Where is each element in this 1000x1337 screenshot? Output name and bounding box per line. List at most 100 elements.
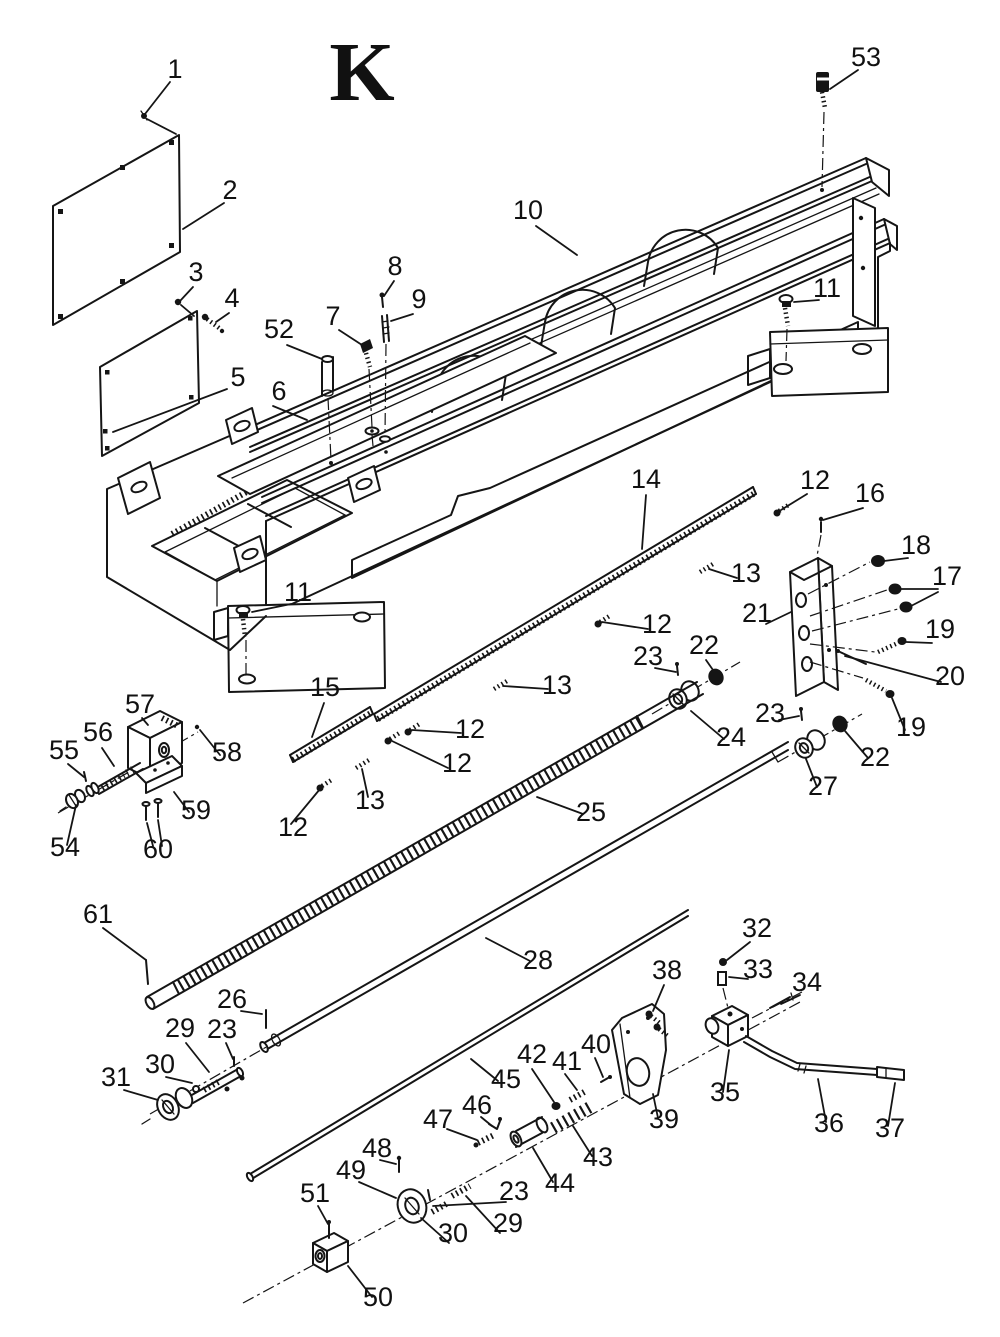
handwheel-knob-31 <box>141 1045 269 1125</box>
part-label-12b: 12 <box>642 609 672 639</box>
part-label-34: 34 <box>792 967 822 997</box>
part-label-60: 60 <box>143 834 173 864</box>
part-label-24: 24 <box>716 722 746 752</box>
apron-plate <box>351 321 859 579</box>
part-label-55: 55 <box>49 735 79 765</box>
part-label-49: 49 <box>336 1155 366 1185</box>
part-label-35: 35 <box>710 1077 740 1107</box>
part-label-21: 21 <box>742 598 772 628</box>
part-label-8: 8 <box>387 251 402 281</box>
part-label-10: 10 <box>513 195 543 225</box>
part-label-26: 26 <box>217 984 247 1014</box>
part-label-54: 54 <box>50 832 80 862</box>
part-label-13a: 13 <box>731 558 761 588</box>
pin-61 <box>145 959 149 985</box>
bearing-24 <box>651 661 741 715</box>
part-label-23a: 23 <box>633 641 663 671</box>
part-label-23d: 23 <box>499 1176 529 1206</box>
part-label-46: 46 <box>462 1090 492 1120</box>
part-label-11l: 11 <box>284 577 312 607</box>
part-label-37: 37 <box>875 1113 905 1143</box>
part-label-56: 56 <box>83 717 113 747</box>
part-label-53: 53 <box>851 42 881 72</box>
part-label-44: 44 <box>545 1168 575 1198</box>
pin-58 <box>194 724 200 730</box>
part-label-38: 38 <box>652 955 682 985</box>
part-label-31: 31 <box>101 1062 131 1092</box>
part-label-4: 4 <box>224 283 239 313</box>
part-label-61: 61 <box>83 899 113 929</box>
part-label-11r: 11 <box>813 273 841 303</box>
part-label-15: 15 <box>310 672 340 702</box>
part-label-36: 36 <box>814 1108 844 1138</box>
part-label-6: 6 <box>271 376 286 406</box>
part-label-47: 47 <box>423 1104 453 1134</box>
feed-rod-28 <box>259 741 790 1053</box>
part-label-48: 48 <box>362 1133 392 1163</box>
part-label-9: 9 <box>411 284 426 314</box>
part-label-3: 3 <box>188 257 203 287</box>
screw-47 <box>476 1132 496 1146</box>
cover-panel-small <box>99 310 200 457</box>
part-label-12a: 12 <box>800 465 830 495</box>
part-label-13b: 13 <box>542 670 572 700</box>
part-label-30b: 30 <box>438 1218 468 1248</box>
part-label-18: 18 <box>901 530 931 560</box>
bed-left-block <box>106 427 353 651</box>
part-label-40: 40 <box>581 1029 611 1059</box>
part-label-42: 42 <box>517 1039 547 1069</box>
part-label-32: 32 <box>742 913 772 943</box>
part-label-5: 5 <box>230 362 245 392</box>
leadscrew <box>144 681 704 1010</box>
end-bracket-21 <box>789 516 913 698</box>
part-number-labels: 1 2 3 4 5 6 52 7 8 9 10 53 11 11 14 12 1… <box>49 42 965 1312</box>
bed-end-plate <box>852 197 876 327</box>
part-label-27: 27 <box>808 771 838 801</box>
part-label-59: 59 <box>181 795 211 825</box>
part-label-14: 14 <box>631 464 661 494</box>
part-label-25: 25 <box>576 797 606 827</box>
part-label-2: 2 <box>222 175 237 205</box>
part-label-19a: 19 <box>925 614 955 644</box>
part-label-23c: 23 <box>207 1014 237 1044</box>
gib-strip <box>217 335 557 573</box>
part-label-12e: 12 <box>278 812 308 842</box>
part-label-20: 20 <box>935 661 965 691</box>
ball-32 <box>719 958 727 966</box>
part-label-23b: 23 <box>755 698 785 728</box>
lathe-bed <box>106 157 898 693</box>
part-label-28: 28 <box>523 945 553 975</box>
pin-34 <box>769 996 791 1009</box>
part-label-33: 33 <box>743 954 773 984</box>
bed-right-foot <box>747 327 889 397</box>
bearing-27 <box>777 707 863 763</box>
part-label-19b: 19 <box>896 712 926 742</box>
part-label-58: 58 <box>212 737 242 767</box>
bed-left-foot <box>213 601 386 693</box>
gearbox-assembly <box>57 710 200 821</box>
part-label-50: 50 <box>363 1282 393 1312</box>
rack-bars <box>289 486 792 792</box>
part-label-29a: 29 <box>165 1013 195 1043</box>
part-label-12d: 12 <box>442 748 472 778</box>
sleeve-33 <box>717 971 727 986</box>
part-label-17: 17 <box>932 561 962 591</box>
cover-panel-large <box>52 134 181 326</box>
part-label-30a: 30 <box>145 1049 175 1079</box>
part-label-52: 52 <box>264 314 294 344</box>
part-label-57: 57 <box>125 689 155 719</box>
part-label-16: 16 <box>855 478 885 508</box>
part-label-45: 45 <box>491 1064 521 1094</box>
figure-title: K <box>329 26 394 119</box>
part-label-13c: 13 <box>355 785 385 815</box>
part-label-41: 41 <box>552 1046 582 1076</box>
part-label-1: 1 <box>167 54 182 84</box>
clutch-lever-assembly <box>242 958 905 1304</box>
part-label-39: 39 <box>649 1104 679 1134</box>
part-label-7: 7 <box>325 301 340 331</box>
part-label-51: 51 <box>300 1178 330 1208</box>
part-label-22b: 22 <box>860 742 890 772</box>
part-label-22a: 22 <box>689 630 719 660</box>
